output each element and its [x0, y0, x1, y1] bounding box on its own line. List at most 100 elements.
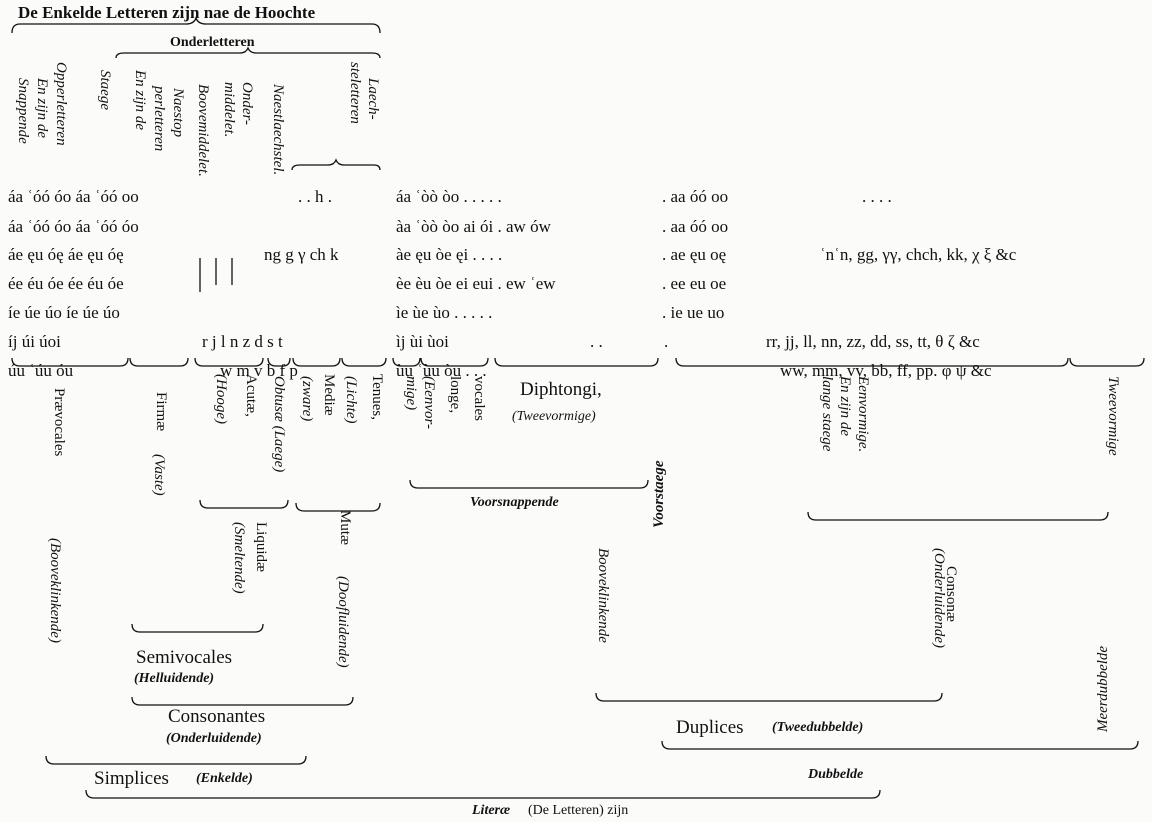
- col-ondermiddelet-2: middelet.: [221, 82, 237, 138]
- col-staege: Staege: [97, 70, 113, 110]
- row7-duplex-consonants: ww, mm, vv, bb, ff, pp. φ ψ &c: [780, 361, 992, 380]
- col-en-zijn-de: En zijn de: [34, 78, 50, 138]
- brace-firmae: [129, 357, 189, 367]
- brace-diphtongi: [494, 357, 659, 367]
- row6-duplex-consonants: rr, jj, ll, nn, zz, dd, ss, tt, θ ζ &c: [766, 332, 980, 351]
- row7-simplices-vowels: úu ʿúu óu: [8, 361, 74, 380]
- label-booveklinkende-2: Booveklinkende: [595, 548, 611, 643]
- brace-consonantes: [131, 696, 354, 706]
- row3-simplices-vowels: áe ęu óę áe ęu óę: [8, 245, 124, 264]
- col-laech-1: Laech-: [365, 78, 381, 120]
- label-de-letteren: (De Letteren) zijn: [528, 803, 629, 818]
- label-lange-staege: lange staege: [819, 376, 835, 452]
- label-helluidende: (Helluidende): [134, 671, 215, 686]
- label-eenvormige-1: (Eenvor-: [421, 376, 437, 430]
- row5-diphthongs: ìe ùe ùo . . . . .: [396, 303, 493, 322]
- label-tweevormige: (Tweevormige): [512, 409, 596, 424]
- brace-vocales: [409, 479, 649, 489]
- label-booveklinkende: (Booveklinkende): [47, 538, 63, 643]
- row3-diphthongs: àe ęu òe ęi . . . .: [396, 245, 503, 264]
- label-semivocales: Semivocales: [136, 647, 233, 668]
- col-laech-2: steletteren: [347, 62, 363, 124]
- label-eenvormige-2: mige): [403, 376, 419, 411]
- label-acutae: Acutæ,: [243, 374, 259, 417]
- brace-duplex-sub: [807, 511, 1109, 521]
- col-naestlaechstel: Naestlaechstel.: [270, 84, 286, 176]
- col-boovemiddelet: Boovemiddelet.: [195, 84, 211, 177]
- row4-diphthongs: èe èu òe ei eui . ew ʿew: [396, 274, 556, 293]
- label-duplices: Duplices: [676, 717, 744, 738]
- label-lichte: (Lichte): [343, 376, 359, 424]
- label-vocales: vocales: [471, 376, 487, 421]
- row1-simplices-vowels: áa ʿóó óo áa ʿóó oo: [8, 187, 139, 206]
- col-en-zijn-de-2: En zijn de: [132, 70, 148, 130]
- brace-acutae: [194, 357, 264, 367]
- brace-booveklinkende: [595, 692, 943, 702]
- brace-tenues: [341, 357, 387, 367]
- row1-consonants: . . h .: [298, 187, 332, 206]
- brace-laech: [291, 158, 381, 171]
- label-voorsnappende: Voorsnappende: [470, 495, 559, 510]
- row1-duplex-consonants: . . . .: [862, 187, 892, 206]
- row6-consonants: r j l n z d s t: [202, 332, 283, 351]
- label-hooge: (Hooge): [213, 374, 229, 424]
- col-ondermiddelet-1: Onder-: [239, 82, 255, 126]
- row4-duplex-vowels: . ee eu oe: [662, 274, 727, 293]
- label-smeltende: (Smeltende): [231, 522, 247, 594]
- brace-duplices: [661, 740, 1139, 750]
- label-tweedubbelde: (Tweedubbelde): [772, 720, 864, 735]
- brace-tweevormige-b: [1069, 357, 1145, 367]
- label-dubbelde: Dubbelde: [808, 767, 864, 782]
- brace-header: [11, 15, 381, 34]
- subtitle-onderletteren: Onderletteren: [170, 35, 255, 50]
- row2-diphthongs: àa ʿòò òo ai ói . aw ów: [396, 217, 551, 236]
- label-zware: (zware): [299, 376, 315, 422]
- label-consonantes: Consonantes: [168, 706, 266, 727]
- row2-duplex-vowels: . aa óó oo: [662, 217, 729, 236]
- label-en-zijn-de-b: En zijn de: [837, 376, 853, 436]
- brace-acutae-obtusae: [199, 499, 289, 509]
- col-opperletteren: Opperletteren: [53, 62, 69, 146]
- row6-diphthongs: ìj ùi ùoi: [396, 332, 449, 351]
- row6-dots: . .: [590, 332, 603, 351]
- brace-longe: [420, 357, 489, 367]
- row1-diphthongs: áa ʿòò òo . . . . .: [396, 187, 502, 206]
- brace-semivocales: [131, 623, 264, 633]
- col-perletteren: perletteren: [151, 86, 167, 152]
- label-longe: longe,: [447, 376, 463, 414]
- row3-consonants: ng g γ ch k: [264, 245, 339, 264]
- row7-diphthongs: ùu ʿùu òu . . .: [396, 361, 487, 380]
- brace-mediae: [292, 357, 341, 367]
- label-meerdubbelde: Meerdubbelde: [1095, 645, 1111, 732]
- label-voorstaege: Voorstaege: [651, 460, 667, 529]
- brace-literae: [85, 789, 881, 799]
- brace-praevocales: [11, 357, 129, 367]
- row4-simplices-vowels: ée éu óe ée éu óe: [8, 274, 124, 293]
- label-firmae: Firmæ: [153, 392, 169, 432]
- label-eenvormige-b: Eenvormige.: [855, 376, 871, 453]
- row5-duplex-vowels: . ie ue uo: [662, 303, 725, 322]
- label-mediae: Mediæ: [321, 374, 337, 416]
- brace-mutae: [295, 502, 381, 512]
- row6-duplex-dot: .: [664, 332, 669, 351]
- label-onderluidende-2: (Onderluidende): [931, 548, 947, 648]
- row7-consonants: w m v b f p: [220, 361, 298, 380]
- row2-simplices-vowels: áa ʿóó óo áa ʿóó óo: [8, 217, 139, 236]
- label-vaste: (Vaste): [151, 454, 167, 496]
- label-mutae: Mutæ: [337, 510, 353, 546]
- label-enkelde: (Enkelde): [196, 771, 253, 786]
- label-tenues: Tenues,: [369, 374, 385, 421]
- label-simplices: Simplices: [94, 768, 169, 789]
- col-naestop: Naestop: [170, 88, 186, 138]
- brace-duplex-main: [675, 357, 1069, 367]
- row3-duplex-vowels: . ae ęu oę: [662, 245, 727, 264]
- row1-duplex-vowels: . aa óó oo: [662, 187, 729, 206]
- label-liquidae: Liquidæ: [253, 522, 269, 573]
- label-doofluidende: (Doofluidende): [335, 576, 351, 668]
- row6-simplices-vowels: íj úi úoi: [8, 332, 61, 351]
- brace-simplices: [45, 755, 307, 765]
- label-onderluidende: (Onderluidende): [166, 731, 262, 746]
- label-diphtongi: Diphtongi,: [520, 379, 602, 400]
- row3-duplex-consonants: ʿnʿn, gg, γγ, chch, kk, χ ξ &c: [820, 245, 1017, 264]
